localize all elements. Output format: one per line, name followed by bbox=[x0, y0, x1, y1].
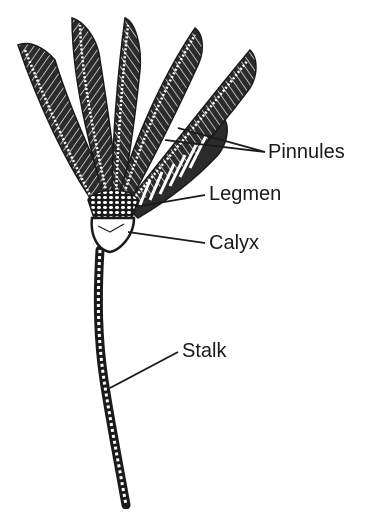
legmen-shape bbox=[88, 190, 138, 218]
calyx-leader bbox=[128, 232, 205, 243]
stalk-leader bbox=[110, 352, 178, 388]
stalk-shape bbox=[98, 250, 126, 505]
stalk-label: Stalk bbox=[182, 341, 226, 361]
legmen-label: Legmen bbox=[209, 184, 281, 204]
pinnules-label: Pinnules bbox=[268, 142, 345, 162]
calyx-label: Calyx bbox=[209, 233, 259, 253]
